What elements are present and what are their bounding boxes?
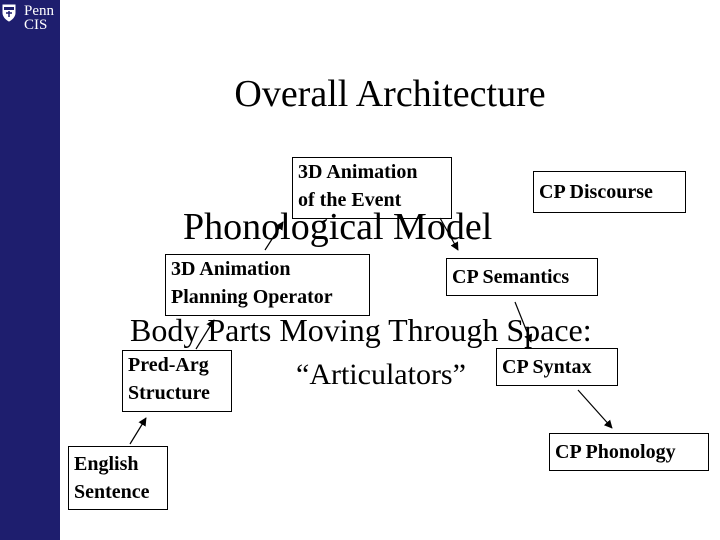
node-line: CP Discourse xyxy=(539,181,653,203)
node-line: CP Phonology xyxy=(555,441,676,463)
node-cp-semantics: CP Semantics xyxy=(446,258,598,296)
node-line: Pred-Arg xyxy=(128,354,209,376)
node-animation-planning: 3D Animation Planning Operator xyxy=(165,254,370,316)
node-cp-phonology: CP Phonology xyxy=(549,433,709,471)
node-english-sentence: English Sentence xyxy=(68,446,168,510)
node-animation-event: 3D Animation of the Event xyxy=(292,157,452,219)
arrow-english-to-predarg xyxy=(129,417,147,445)
node-line: CP Syntax xyxy=(502,356,592,378)
node-line: 3D Animation xyxy=(171,258,291,280)
node-line: of the Event xyxy=(298,189,402,211)
slide-title: Overall Architecture xyxy=(234,73,546,115)
node-pred-arg: Pred-Arg Structure xyxy=(122,350,232,412)
node-line: 3D Animation xyxy=(298,161,418,183)
logo-text-penn: Penn xyxy=(24,3,54,19)
shield-icon xyxy=(2,4,16,22)
arrow-syntax-to-phonology xyxy=(577,389,613,429)
node-line: English xyxy=(74,453,139,475)
node-line: CP Semantics xyxy=(452,266,570,288)
node-cp-discourse: CP Discourse xyxy=(533,171,686,213)
node-line: Sentence xyxy=(74,481,150,503)
penn-cis-logo: Penn CIS xyxy=(2,4,58,38)
logo-text-cis: CIS xyxy=(24,17,48,33)
articulators-heading: “Articulators” xyxy=(296,358,466,391)
sidebar-band: Penn CIS xyxy=(0,0,60,540)
node-cp-syntax: CP Syntax xyxy=(496,348,618,386)
node-line: Planning Operator xyxy=(171,286,333,308)
node-line: Structure xyxy=(128,382,210,404)
body-parts-heading: Body Parts Moving Through Space: xyxy=(130,312,592,348)
